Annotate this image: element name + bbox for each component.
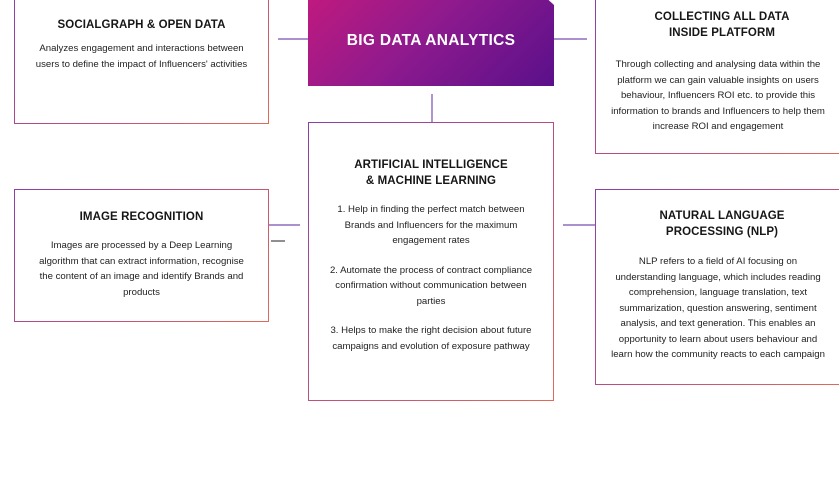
node-image-recognition-body: Images are processed by a Deep Learning …: [39, 240, 244, 298]
node-ai-ml: ARTIFICIAL INTELLIGENCE & MACHINE LEARNI…: [308, 122, 554, 401]
node-ai-ml-item: 1. Help in finding the perfect match bet…: [337, 204, 525, 246]
node-collecting-title: COLLECTING ALL DATA INSIDE PLATFORM: [654, 11, 790, 39]
node-collecting: COLLECTING ALL DATA INSIDE PLATFORM Thro…: [595, 0, 839, 154]
node-socialgraph: SOCIALGRAPH & OPEN DATA Analyzes engagem…: [14, 0, 269, 124]
node-big-data-analytics: BIG DATA ANALYTICS: [308, 0, 554, 86]
node-nlp-title: NATURAL LANGUAGE PROCESSING (NLP): [659, 210, 785, 238]
node-ai-ml-title: ARTIFICIAL INTELLIGENCE & MACHINE LEARNI…: [354, 159, 508, 187]
node-big-data-analytics-title: BIG DATA ANALYTICS: [346, 32, 516, 49]
node-ai-ml-item: 2. Automate the process of contract comp…: [329, 264, 533, 307]
node-socialgraph-title: SOCIALGRAPH & OPEN DATA: [57, 19, 226, 31]
node-image-recognition-title: IMAGE RECOGNITION: [79, 211, 204, 223]
node-nlp: NATURAL LANGUAGE PROCESSING (NLP) NLP re…: [595, 189, 839, 385]
node-ai-ml-item: 3. Helps to make the right decision abou…: [330, 325, 532, 352]
node-socialgraph-body: Analyzes engagement and interactions bet…: [35, 43, 248, 70]
node-image-recognition: IMAGE RECOGNITION Images are processed b…: [14, 189, 269, 322]
node-nlp-body: NLP refers to a field of AI focusing on …: [611, 256, 825, 360]
node-ai-ml-body: 1. Help in finding the perfect match bet…: [325, 202, 537, 354]
node-collecting-body: Through collecting and analysing data wi…: [611, 59, 825, 132]
